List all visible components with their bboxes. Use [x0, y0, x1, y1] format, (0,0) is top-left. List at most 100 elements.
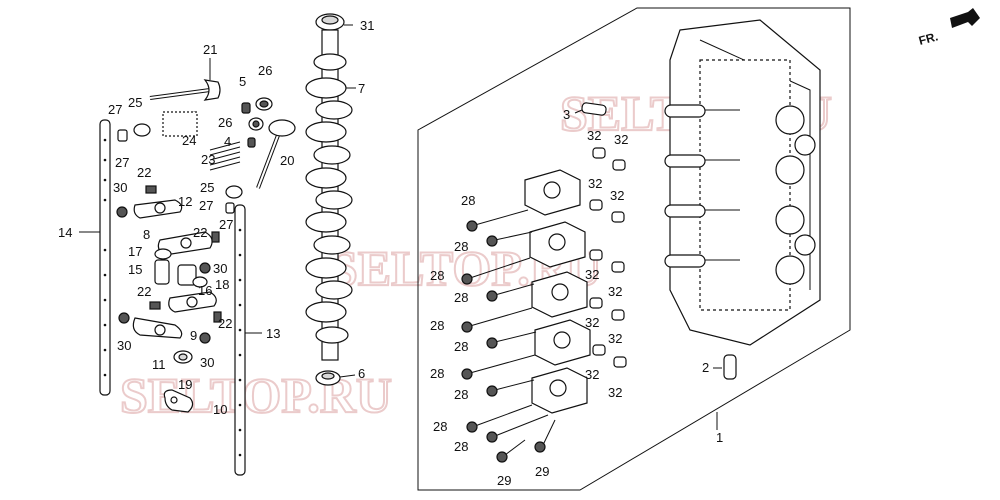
label-29-right: 29 [535, 464, 549, 479]
label-14: 14 [58, 225, 72, 240]
label-18: 18 [215, 277, 229, 292]
camshaft [305, 29, 353, 361]
label-27-top: 27 [108, 102, 122, 117]
rocker-arm-9 [168, 291, 217, 313]
sleeve-15 [154, 259, 170, 285]
dowel-pin-3 [581, 102, 607, 116]
label-29-left: 29 [497, 473, 511, 488]
washer-19 [173, 350, 193, 364]
cylinder-head [664, 19, 821, 346]
label-28-10: 28 [454, 439, 468, 454]
label-30-lower-left: 30 [117, 338, 131, 353]
label-32-3: 32 [588, 176, 602, 191]
nut-30-lower-right [199, 332, 211, 344]
label-3: 3 [563, 107, 570, 122]
label-9: 9 [190, 328, 197, 343]
label-13: 13 [266, 326, 280, 341]
label-32-1: 32 [587, 128, 601, 143]
label-28-6: 28 [454, 339, 468, 354]
valve-spring-23 [209, 141, 241, 171]
label-21: 21 [203, 42, 217, 57]
label-19: 19 [178, 377, 192, 392]
nut-30-upper [116, 206, 128, 218]
label-32-2: 32 [614, 132, 628, 147]
part-labels: 1 2 3 4 5 6 7 8 9 10 11 12 13 14 15 16 1… [58, 18, 723, 488]
label-28-7: 28 [430, 366, 444, 381]
valve-intake [256, 119, 296, 189]
label-28-1: 28 [461, 193, 475, 208]
camshaft-holder-3 [531, 271, 588, 318]
label-28-3: 28 [430, 268, 444, 283]
label-24: 24 [182, 133, 196, 148]
label-22-right: 22 [218, 316, 232, 331]
label-8: 8 [143, 227, 150, 242]
valve-seal-25-left [133, 123, 151, 137]
label-26-mid: 26 [218, 115, 232, 130]
label-17: 17 [128, 244, 142, 259]
label-6: 6 [358, 366, 365, 381]
leader-lines [79, 24, 722, 430]
label-7: 7 [358, 81, 365, 96]
label-26-top: 26 [258, 63, 272, 78]
camshaft-holder-2 [529, 221, 586, 268]
label-30-upper: 30 [113, 180, 127, 195]
bracket-10 [163, 389, 194, 413]
label-32-9: 32 [585, 367, 599, 382]
cotter-4 [247, 137, 256, 148]
label-32-6: 32 [608, 284, 622, 299]
label-1: 1 [716, 430, 723, 445]
label-32-5: 32 [585, 267, 599, 282]
retainer-27-mid [225, 202, 235, 214]
label-2: 2 [702, 360, 709, 375]
label-30-mid: 30 [213, 261, 227, 276]
label-10: 10 [213, 402, 227, 417]
label-27-right: 27 [219, 217, 233, 232]
valve-spring-24 [162, 111, 198, 137]
label-22-upper: 22 [137, 165, 151, 180]
label-28-2: 28 [454, 239, 468, 254]
bolt-29-group [496, 419, 556, 463]
rocker-arm-8 [157, 231, 213, 256]
retainer-26-mid [248, 117, 264, 131]
dowel-32-group [589, 147, 627, 368]
label-28-5: 28 [430, 318, 444, 333]
label-4: 4 [224, 134, 231, 149]
label-22-lower: 22 [137, 284, 151, 299]
label-25-left: 25 [128, 95, 142, 110]
nut-30-mid [199, 262, 211, 274]
valve-cotter-5 [241, 102, 251, 114]
label-27-mid: 27 [199, 198, 213, 213]
label-25-mid: 25 [200, 180, 214, 195]
dowel-pin-2 [723, 354, 737, 380]
retainer-27-left [117, 129, 128, 142]
camshaft-oil-seal-top [315, 13, 345, 31]
bolt-22-upper [145, 185, 157, 194]
bolt-28-group [461, 209, 549, 443]
label-30-lower-right: 30 [200, 355, 214, 370]
spacer-18 [192, 276, 208, 288]
pushrod-left [99, 119, 111, 396]
label-23: 23 [201, 152, 215, 167]
label-31: 31 [360, 18, 374, 33]
rocker-arm-11 [132, 317, 183, 339]
camshaft-holder-1 [524, 169, 581, 216]
bolt-22-mid [211, 231, 220, 243]
label-32-10: 32 [608, 385, 622, 400]
label-22-mid: 22 [193, 225, 207, 240]
assembly-frame [417, 7, 851, 491]
label-12: 12 [178, 194, 192, 209]
bolt-22-lower [149, 301, 161, 310]
label-28-8: 28 [454, 387, 468, 402]
label-27-left: 27 [115, 155, 129, 170]
front-direction-badge: FR. [917, 8, 980, 48]
collar-17 [154, 248, 172, 260]
label-20: 20 [280, 153, 294, 168]
retainer-26-top [255, 97, 273, 111]
label-15: 15 [128, 262, 142, 277]
label-32-7: 32 [585, 315, 599, 330]
label-16: 16 [198, 283, 212, 298]
label-32-8: 32 [608, 331, 622, 346]
camshaft-holder-5 [531, 367, 588, 414]
shaft-16 [177, 264, 197, 286]
camshaft-oil-seal-bottom [315, 370, 341, 386]
